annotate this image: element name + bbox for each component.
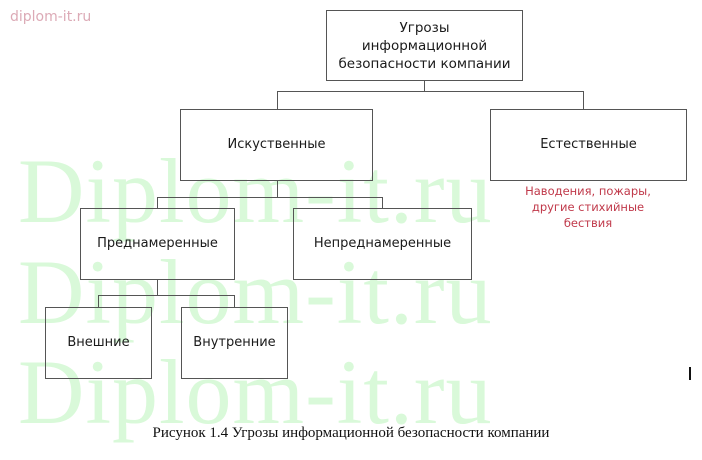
connector bbox=[277, 91, 279, 109]
natural-note: Наводения, пожары, другие стихийные бест… bbox=[490, 183, 686, 231]
connector bbox=[583, 91, 585, 109]
node-external-label: Внешние bbox=[67, 335, 130, 350]
node-artificial-label: Искуственные bbox=[227, 137, 326, 152]
connector bbox=[424, 80, 426, 92]
root-node: Угрозы информационной безопасности компа… bbox=[326, 10, 523, 81]
watermark-large-text-3: Diplom-it.ru bbox=[18, 341, 493, 443]
connector bbox=[277, 180, 279, 198]
node-unintentional: Непреднамеренные bbox=[293, 208, 472, 280]
node-natural-label: Естественные bbox=[540, 137, 637, 152]
connector bbox=[277, 91, 584, 93]
root-node-line-3: безопасности компании bbox=[338, 55, 511, 72]
root-node-line-1: Угрозы bbox=[399, 19, 450, 36]
node-natural: Естественные bbox=[490, 109, 687, 181]
connector bbox=[157, 197, 159, 208]
natural-note-line-1: Наводения, пожары, bbox=[525, 184, 651, 198]
root-node-line-2: информационной bbox=[361, 37, 488, 54]
text-cursor bbox=[689, 367, 691, 380]
connector bbox=[157, 197, 383, 199]
node-intentional: Преднамеренные bbox=[80, 208, 235, 280]
node-internal: Внутренние bbox=[181, 307, 288, 379]
natural-note-line-3: бествия bbox=[563, 216, 613, 230]
connector bbox=[98, 295, 235, 297]
watermark-corner-text: diplom-it.ru bbox=[10, 9, 92, 25]
connector bbox=[98, 295, 100, 307]
node-artificial: Искуственные bbox=[180, 109, 373, 181]
connector bbox=[234, 295, 236, 307]
node-intentional-label: Преднамеренные bbox=[97, 236, 218, 251]
natural-note-line-2: другие стихийные bbox=[531, 200, 645, 214]
node-internal-label: Внутренние bbox=[193, 335, 276, 350]
connector bbox=[382, 197, 384, 208]
connector bbox=[157, 279, 159, 296]
figure-caption: Рисунок 1.4 Угрозы информационной безопа… bbox=[152, 425, 550, 441]
node-unintentional-label: Непреднамеренные bbox=[313, 236, 452, 251]
watermark-large-text-2: Diplom-it.ru bbox=[18, 241, 493, 343]
watermark-large-text-1: Diplom-it.ru bbox=[18, 140, 493, 242]
node-external: Внешние bbox=[45, 307, 152, 379]
